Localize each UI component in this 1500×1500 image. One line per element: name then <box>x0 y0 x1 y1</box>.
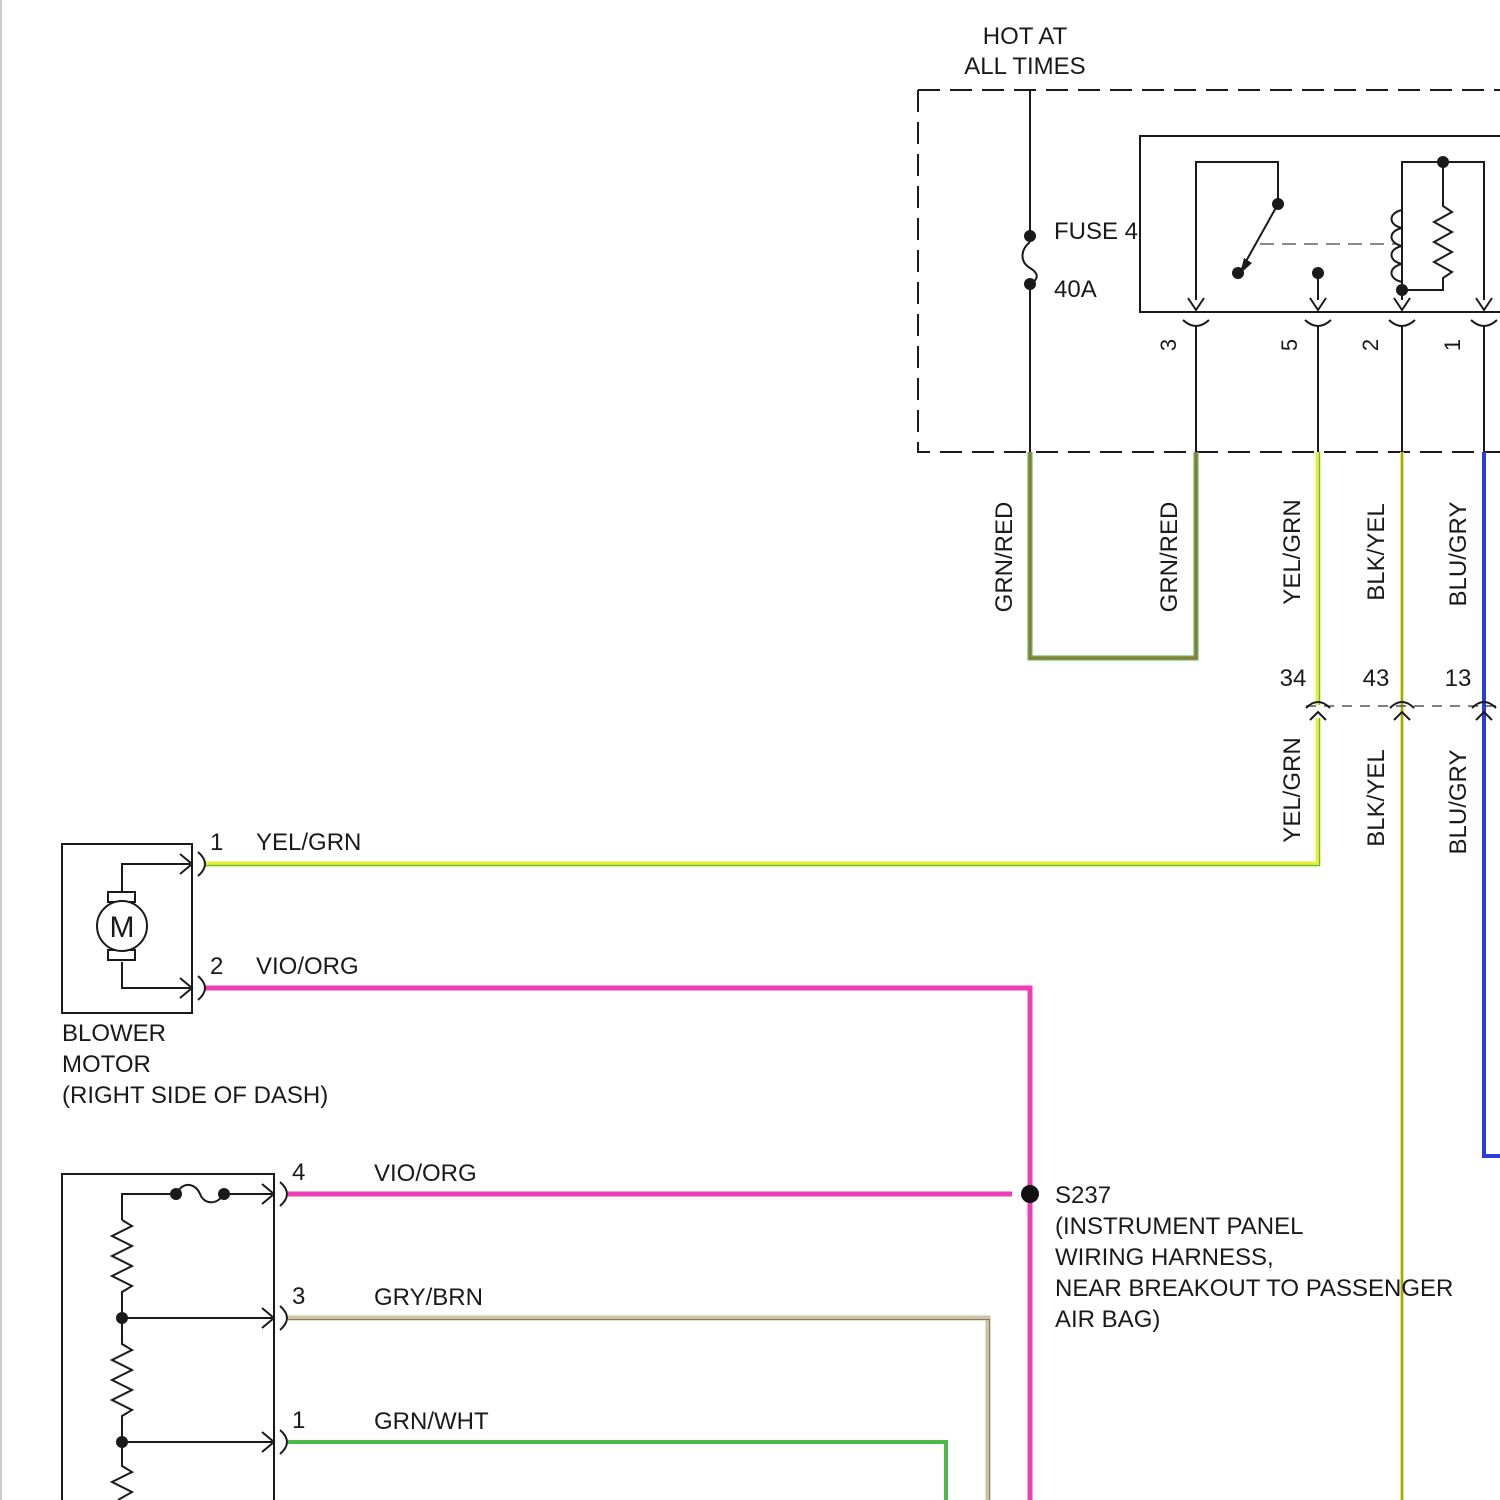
resistor-pin-3-wire: GRY/BRN <box>374 1284 483 1311</box>
splice-desc-1: (INSTRUMENT PANEL <box>1055 1213 1303 1240</box>
wire-blu-gry <box>1484 452 1500 1156</box>
blower-pin-1-wire: YEL/GRN <box>256 829 361 856</box>
resistor-1-icon <box>112 1220 132 1318</box>
blower-pin-1: 1 <box>210 829 223 856</box>
fuse-box-outline <box>918 90 1500 452</box>
blower-pin-2: 2 <box>210 953 223 980</box>
relay-pin-2: 2 <box>1358 339 1383 351</box>
relay-pin-1: 1 <box>1440 339 1465 351</box>
connector-pin-34: 34 <box>1280 665 1307 692</box>
fuse-label: FUSE 4 <box>1054 218 1138 245</box>
resistor-pin-1-wire: GRN/WHT <box>374 1408 489 1435</box>
relay-pin-5: 5 <box>1277 339 1302 351</box>
wire-label-blk-yel-1: BLK/YEL <box>1363 503 1390 600</box>
blower-pin-2-wire: VIO/ORG <box>256 953 359 980</box>
wire-label-grn-red-1: GRN/RED <box>991 502 1018 613</box>
wire-vio-org-blower <box>204 988 1030 1500</box>
wire-label-blu-gry-2: BLU/GRY <box>1445 750 1472 855</box>
blower-name-1: BLOWER <box>62 1020 166 1047</box>
blower-name-2: MOTOR <box>62 1051 151 1078</box>
thermal-fuse-icon <box>176 1185 224 1202</box>
splice-desc-3: NEAR BREAKOUT TO PASSENGER <box>1055 1275 1453 1302</box>
splice-desc-2: WIRING HARNESS, <box>1055 1244 1274 1271</box>
relay-resistor-icon <box>1402 162 1452 290</box>
splice-desc-4: AIR BAG) <box>1055 1306 1160 1333</box>
fuse-rating: 40A <box>1054 276 1097 303</box>
motor-symbol: M <box>110 911 135 944</box>
fuse-icon <box>1023 242 1037 284</box>
wire-label-blk-yel-2: BLK/YEL <box>1363 749 1390 846</box>
wire-yel-grn-lower <box>204 718 1318 864</box>
resistor-pin-1: 1 <box>292 1407 305 1434</box>
connector-pin-13: 13 <box>1445 665 1472 692</box>
wire-label-grn-red-2: GRN/RED <box>1156 502 1183 613</box>
all-times-label: ALL TIMES <box>964 53 1085 80</box>
resistor-2-icon <box>112 1318 132 1442</box>
blower-location: (RIGHT SIDE OF DASH) <box>62 1082 328 1109</box>
hot-at-label: HOT AT <box>983 23 1068 50</box>
blower-resistor-block <box>62 1174 287 1500</box>
wire-label-blu-gry-1: BLU/GRY <box>1445 502 1472 607</box>
wire-label-yel-grn-2: YEL/GRN <box>1279 737 1306 842</box>
connector-pin-43: 43 <box>1363 665 1390 692</box>
resistor-pin-3: 3 <box>292 1283 305 1310</box>
wire-grn-wht <box>288 1442 946 1500</box>
relay-pin-3: 3 <box>1156 339 1181 351</box>
resistor-3-icon <box>112 1442 132 1500</box>
splice-s237 <box>1021 1185 1039 1203</box>
resistor-pin-4: 4 <box>292 1159 305 1186</box>
fuse-4 <box>1023 90 1037 452</box>
blower-relay <box>1140 136 1500 452</box>
resistor-pin-4-wire: VIO/ORG <box>374 1160 477 1187</box>
relay-coil-icon <box>1392 210 1403 282</box>
splice-id: S237 <box>1055 1182 1111 1209</box>
wire-label-yel-grn-1: YEL/GRN <box>1279 499 1306 604</box>
